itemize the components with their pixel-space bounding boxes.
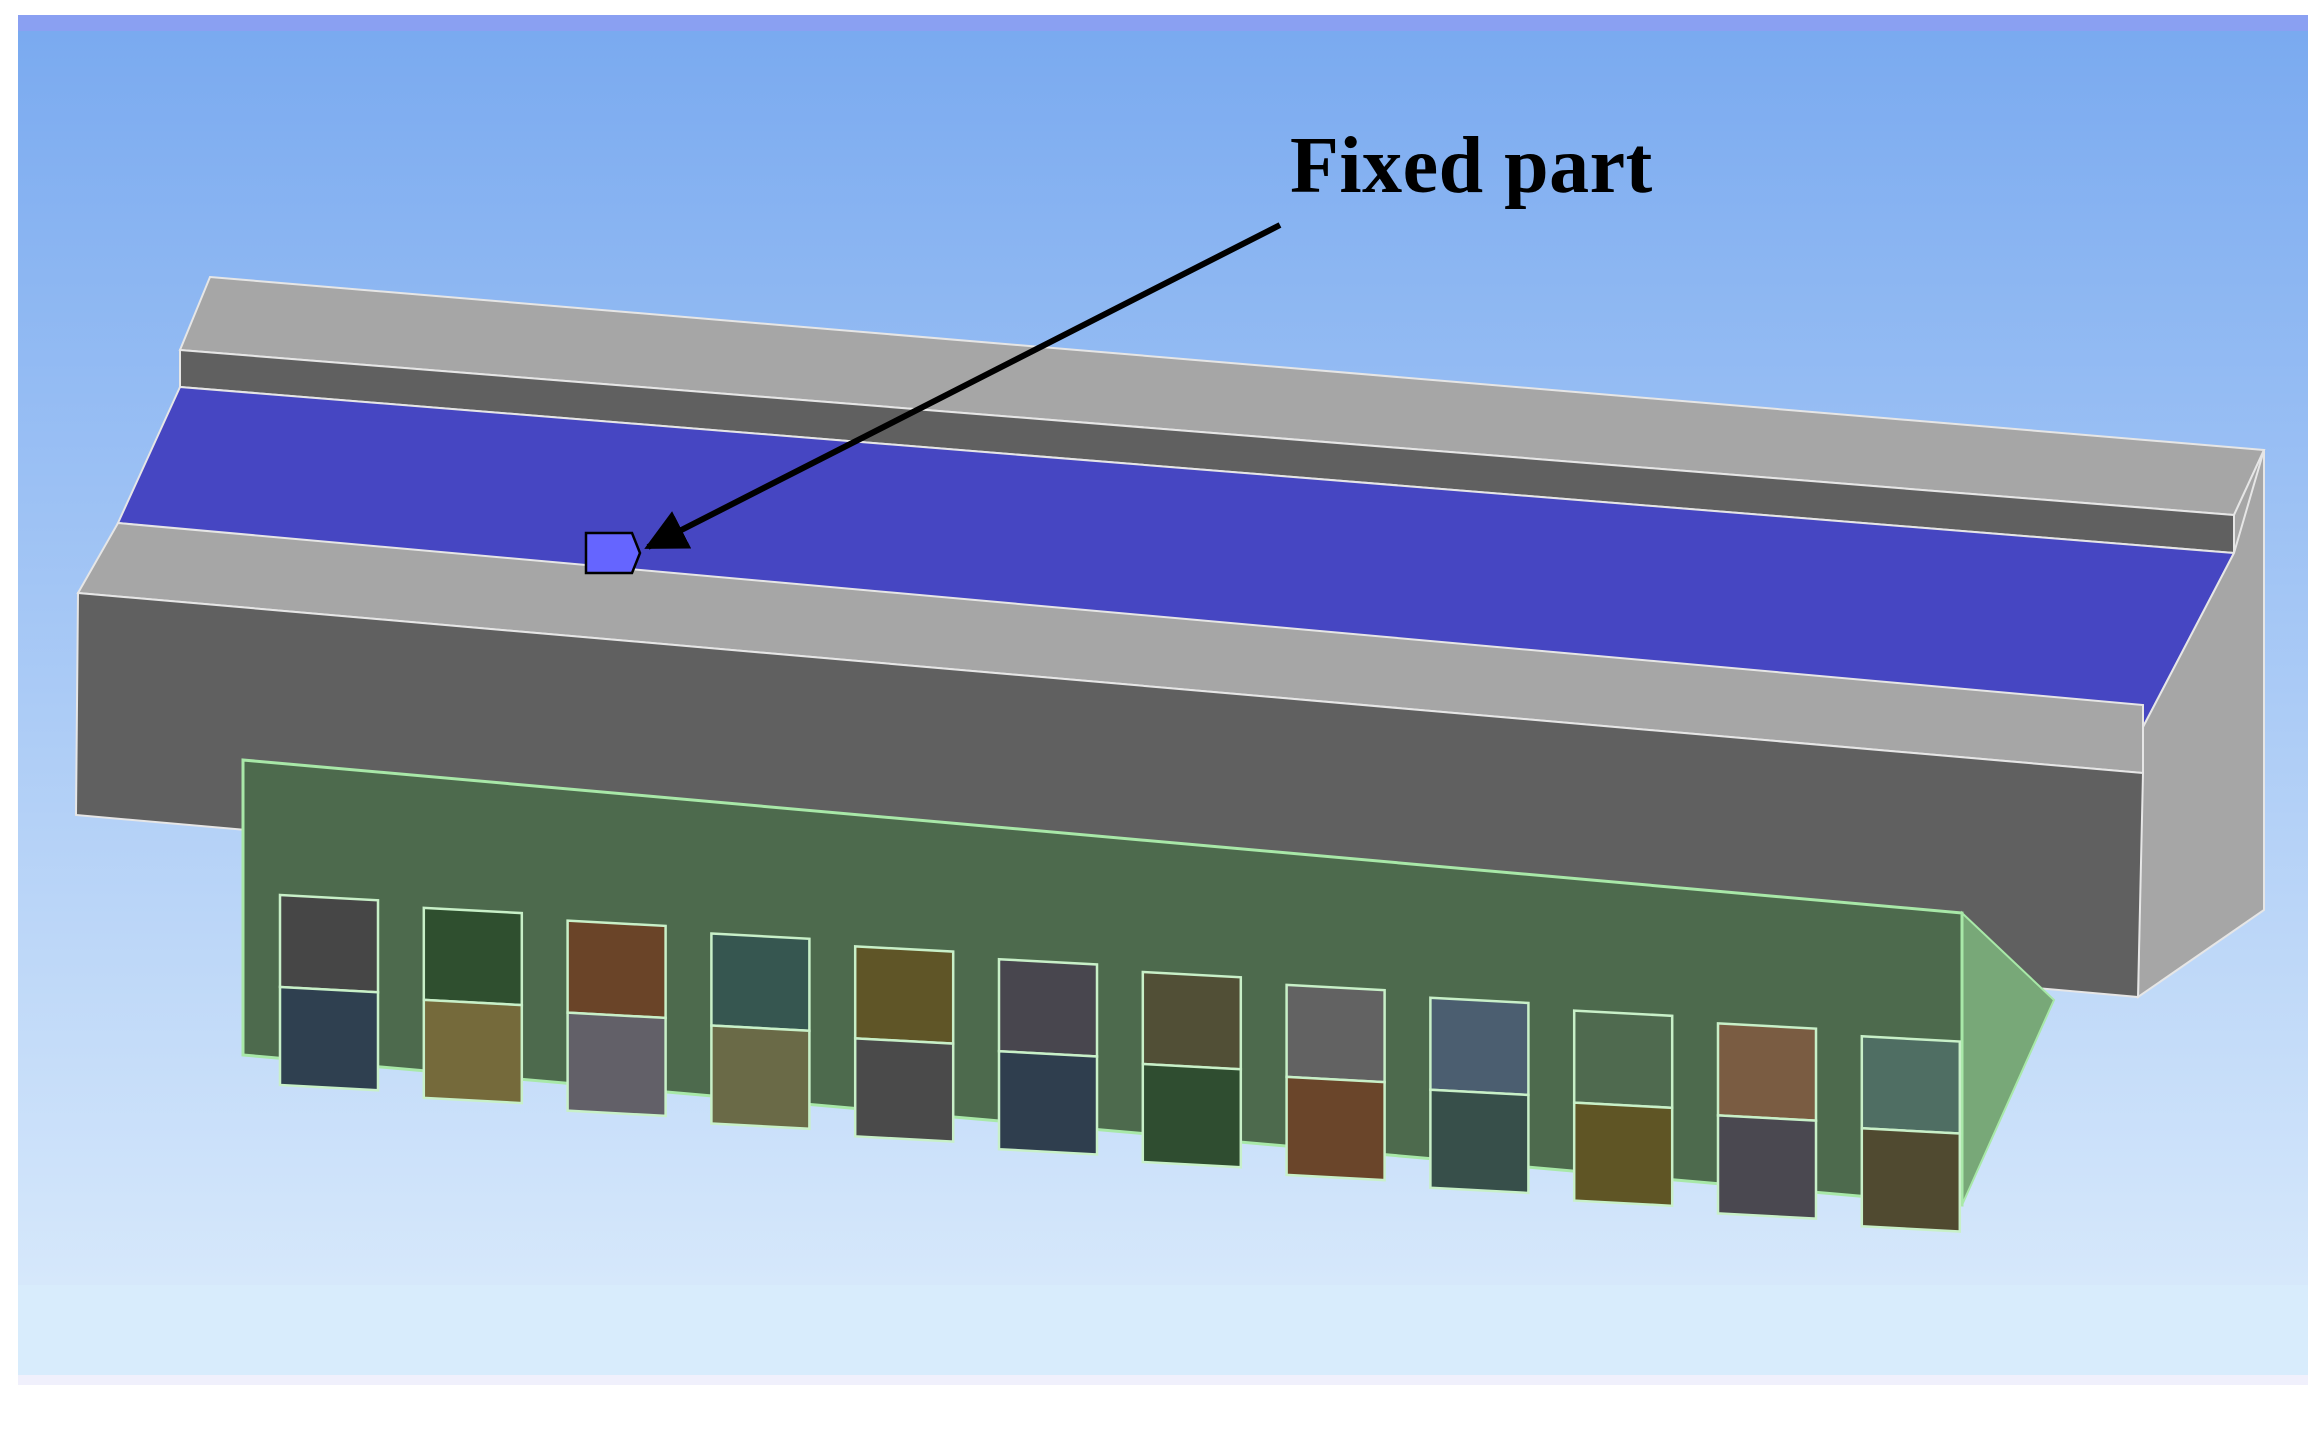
cell-9[interactable] (1429, 996, 1530, 1195)
status-bar (18, 1375, 2308, 1385)
cell-8[interactable] (1285, 983, 1386, 1182)
cell-12[interactable] (1860, 1034, 1962, 1233)
cell-6[interactable] (997, 957, 1099, 1156)
cell-12-upper-block (1860, 1034, 1962, 1135)
carrier-assembly[interactable] (241, 758, 2056, 1233)
viewport-bottom-band (18, 1285, 2308, 1375)
cell-9-upper-block (1429, 996, 1530, 1097)
cell-9-lower-block (1429, 1088, 1530, 1195)
cell-11-upper-block (1716, 1022, 1818, 1122)
annotation-arrow (644, 222, 1282, 550)
cell-6-lower-block (997, 1049, 1099, 1156)
fixed-part-label: Fixed part (1290, 122, 1653, 210)
cell-4[interactable] (710, 932, 811, 1131)
cell-8-upper-block (1285, 983, 1386, 1084)
cell-1-upper-block (278, 893, 380, 994)
cell-2-lower-block (422, 998, 524, 1105)
cell-5[interactable] (853, 945, 955, 1143)
viewport-top-strip (18, 15, 2308, 31)
cell-1-lower-block (278, 985, 380, 1092)
cell-11-lower-block (1716, 1114, 1818, 1220)
cell-4-lower-block (710, 1024, 811, 1131)
cell-10[interactable] (1572, 1009, 1674, 1208)
cell-11[interactable] (1716, 1022, 1818, 1220)
cell-2-upper-block (422, 906, 524, 1007)
cell-3[interactable] (566, 919, 667, 1118)
cell-array (278, 893, 1962, 1233)
cell-10-lower-block (1572, 1101, 1674, 1208)
cell-4-upper-block (710, 932, 811, 1033)
cell-3-upper-block (566, 919, 667, 1020)
graphics-viewport[interactable]: Fixed part (18, 15, 2308, 1385)
cell-8-lower-block (1285, 1075, 1386, 1182)
cell-1[interactable] (278, 893, 380, 1092)
cell-2[interactable] (422, 906, 524, 1105)
fixed-support-marker[interactable] (584, 531, 642, 575)
cell-5-upper-block (853, 945, 955, 1045)
cell-7[interactable] (1141, 970, 1243, 1169)
cell-5-lower-block (853, 1037, 955, 1143)
model-scene[interactable] (18, 15, 2308, 1385)
cell-7-lower-block (1141, 1062, 1243, 1169)
cell-12-lower-block (1860, 1126, 1962, 1233)
carrier-plate[interactable] (241, 758, 1964, 1207)
cell-6-upper-block (997, 957, 1099, 1058)
cell-3-lower-block (566, 1011, 667, 1118)
cell-10-upper-block (1572, 1009, 1674, 1110)
cell-7-upper-block (1141, 970, 1243, 1071)
